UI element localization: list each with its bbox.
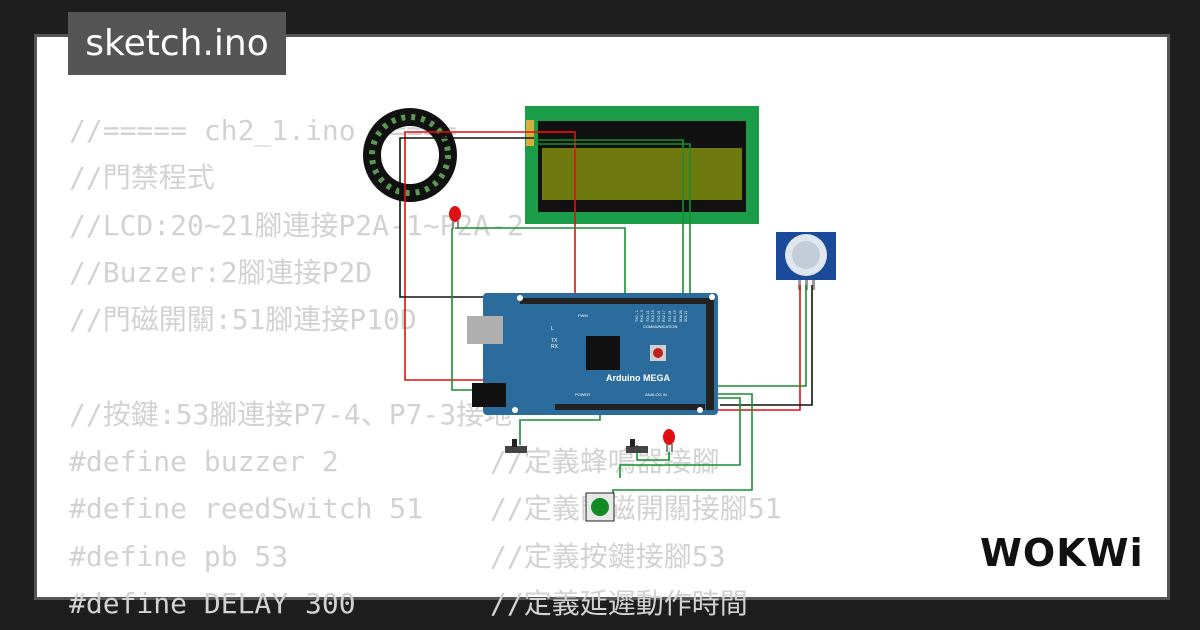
led-red-bottom[interactable] [663,429,675,452]
comm-pin-label: SDA 20 [679,310,683,322]
comm-pin-label: TX0→1 [635,310,639,322]
code-text: #define DELAY 300 [69,586,356,620]
code-text: //Buzzer:2腳連接P2D [69,255,373,289]
code-line: //按鍵:53腳連接P7-4、P7-3接地 [69,391,781,438]
wokwi-logo-text: WOKWi [980,531,1144,575]
code-comment: //定義蜂鳴器接腳 [490,445,720,479]
code-comment: //定義按鍵接腳53 [490,539,726,573]
neopixel-ring[interactable] [363,108,457,202]
code-line: #define reedSwitch 51 //定義門磁開關接腳51 [69,485,781,532]
comm-pin-label: RX0←0 [640,310,644,322]
code-line: //LCD:20~21腳連接P2A-1~P2A-2 [69,202,781,249]
code-line: #define pb 53 //定義按鍵接腳53 [69,533,781,580]
code-line: //門禁程式 [69,154,781,201]
slide-switch-left[interactable] [505,439,527,453]
code-text: #define pb 53 [69,539,289,573]
led-red-top[interactable] [449,206,461,229]
code-text: //門禁程式 [69,161,215,195]
comm-pin-label: TX1 18 [668,311,672,322]
board-led-l: L [551,326,554,332]
push-button[interactable] [585,492,615,522]
board-label: Arduino MEGA [606,373,670,383]
board-led-tx: TX [551,338,558,344]
code-comment: //定義門磁開關接腳51 [490,492,782,526]
comm-pin-label: RX1 19 [673,310,677,322]
code-comment: //定義延遲動作時間 [490,586,748,620]
comm-pin-label: SCL 21 [684,310,688,322]
pir-sensor[interactable] [776,232,836,290]
file-tab[interactable]: sketch.ino [68,12,286,75]
code-text: //門磁開關:51腳連接P10D [69,303,417,337]
lcd-display[interactable] [525,106,759,224]
arduino-mega-board[interactable]: Arduino MEGA COMMUNICATION PWM POWER ANA… [467,293,718,415]
code-text: #define reedSwitch 51 [69,492,424,526]
code-text: //LCD:20~21腳連接P2A-1~P2A-2 [69,208,524,242]
comm-pin-label: RX2 17 [662,310,666,322]
code-line: #define DELAY 300 //定義延遲動作時間 [69,580,781,627]
code-line: //門磁開關:51腳連接P10D [69,296,781,343]
slide-switch-right[interactable] [626,439,648,453]
comm-pin-label: TX3 14 [646,311,650,322]
code-line: //Buzzer:2腳連接P2D [69,249,781,296]
code-line: #define buzzer 2 //定義蜂鳴器接腳 [69,438,781,485]
comm-pin-label: TX2 16 [657,311,661,322]
board-pwm-label: PWM [578,313,588,318]
board-power-label: POWER [575,392,590,397]
board-comm-pins: TX0→1 RX0←0 TX3 14 RX3 15 TX2 16 RX2 17 … [635,310,688,322]
code-text: #define buzzer 2 [69,445,339,479]
wokwi-logo: WOKWi [980,531,1144,575]
comm-pin-label: RX3 15 [651,310,655,322]
code-editor: //===== ch2_1.ino =====//門禁程式//LCD:20~21… [69,107,781,627]
board-comm-label: COMMUNICATION [643,324,677,329]
board-analog-label: ANALOG IN [645,392,667,397]
code-text: //按鍵:53腳連接P7-4、P7-3接地 [69,397,513,431]
board-led-rx: RX [551,344,559,350]
